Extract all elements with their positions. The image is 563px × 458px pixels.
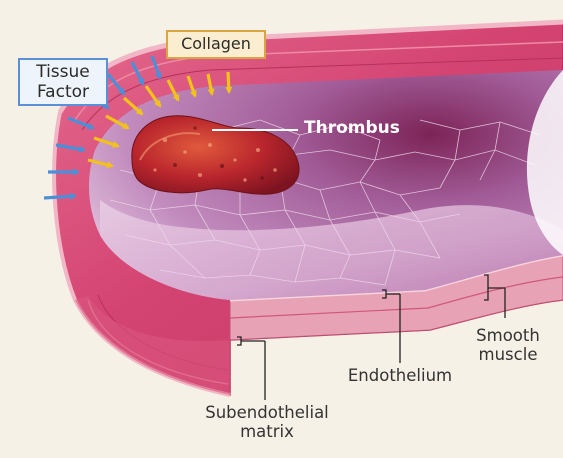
tissue-factor-arrow: [130, 61, 145, 86]
collagen-arrow: [93, 136, 120, 148]
collagen-arrow: [122, 96, 144, 116]
tissue-factor-arrow: [150, 55, 162, 80]
smooth-muscle-label: Smooth muscle: [476, 326, 540, 365]
vessel-front-cut: [75, 296, 230, 395]
collagen-arrow: [206, 73, 215, 96]
endothelial-surface: [100, 200, 563, 300]
collagen-arrow: [166, 79, 180, 102]
collagen-label: Collagen: [166, 30, 266, 59]
endothelium-label: Endothelium: [347, 366, 453, 385]
collagen-arrows: [87, 71, 233, 169]
vessel-far-opening: [526, 70, 563, 255]
thrombus: [131, 115, 300, 195]
tissue-factor-arrow: [43, 192, 77, 200]
tissue-factor-label: Tissue Factor: [18, 58, 108, 107]
endothelium-bracket: [382, 289, 401, 363]
collagen-arrow: [186, 75, 197, 98]
tissue-factor-arrow: [55, 143, 86, 153]
wall-band-line: [81, 57, 563, 131]
tissue-factor-arrow: [67, 116, 95, 130]
smooth-muscle-bracket: [484, 274, 506, 318]
thrombus-label: Thrombus: [304, 118, 400, 138]
collagen-arrow: [87, 158, 114, 169]
collagen-arrow: [225, 71, 233, 94]
collagen-arrow: [105, 114, 130, 130]
tissue-factor-arrow: [106, 73, 126, 96]
subendothelial-bracket: [237, 336, 266, 400]
collagen-arrow: [144, 85, 162, 108]
muscle-layer-line: [229, 276, 563, 319]
subendothelial-matrix-label: Subendothelial matrix: [205, 403, 329, 442]
